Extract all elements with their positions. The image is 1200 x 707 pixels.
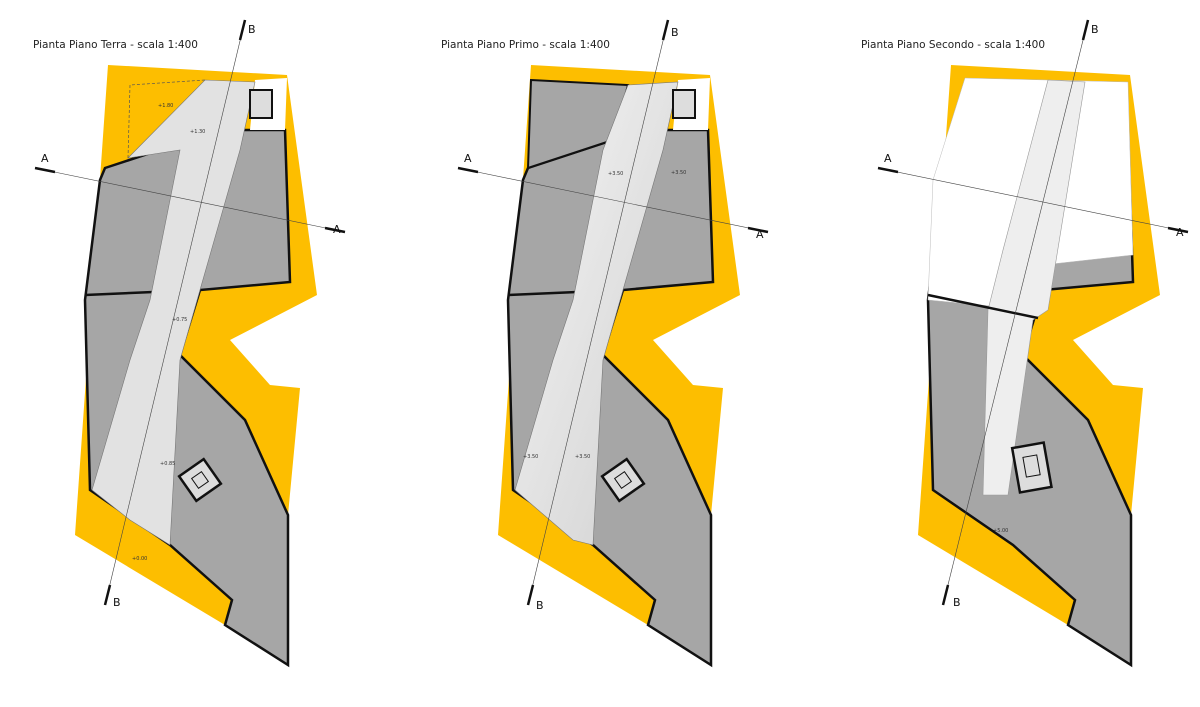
plan-second-floor: Pianta Piano Secondo - scala 1:400 +5.00… xyxy=(861,19,1189,667)
elevation-label: +1.30 xyxy=(190,129,205,135)
section-label: A xyxy=(884,152,892,165)
elevation-label: +3.50 xyxy=(608,171,623,177)
section-label: B xyxy=(1091,23,1099,36)
ramp xyxy=(514,81,679,546)
section-label: A xyxy=(333,223,341,236)
elevation-label: +3.50 xyxy=(671,170,686,176)
plan-ground-floor: Pianta Piano Terra - scala 1:400 +1.80 +… xyxy=(33,19,346,667)
elevation-label: +1.80 xyxy=(158,103,173,109)
section-line-a xyxy=(34,167,346,233)
stair-ramp xyxy=(982,79,1086,496)
stair-core xyxy=(177,457,223,503)
plan-title: Pianta Piano Terra - scala 1:400 xyxy=(33,39,198,51)
elevation-label: +5.00 xyxy=(993,528,1008,534)
section-label: B xyxy=(671,26,679,39)
section-label: A xyxy=(41,152,49,165)
stair-core xyxy=(249,89,273,119)
elevation-label: +0.85 xyxy=(160,461,175,467)
plan-title: Pianta Piano Primo - scala 1:400 xyxy=(441,39,610,51)
section-label: B xyxy=(953,596,961,609)
section-label: A xyxy=(464,152,472,165)
section-label: B xyxy=(113,596,121,609)
elevation-label: +3.50 xyxy=(575,454,590,460)
corridor xyxy=(91,79,256,546)
section-line-b xyxy=(104,19,246,606)
elevation-label: +0.00 xyxy=(132,556,147,562)
section-label: A xyxy=(1176,226,1184,239)
section-label: B xyxy=(248,23,256,36)
elevation-label: +0.75 xyxy=(172,317,187,323)
plan-first-floor: Pianta Piano Primo - scala 1:400 +3.50 +… xyxy=(441,19,769,667)
plan-title: Pianta Piano Secondo - scala 1:400 xyxy=(861,39,1045,51)
elevation-label: +3.50 xyxy=(523,454,538,460)
section-label: B xyxy=(536,599,544,612)
section-label: A xyxy=(756,228,764,241)
